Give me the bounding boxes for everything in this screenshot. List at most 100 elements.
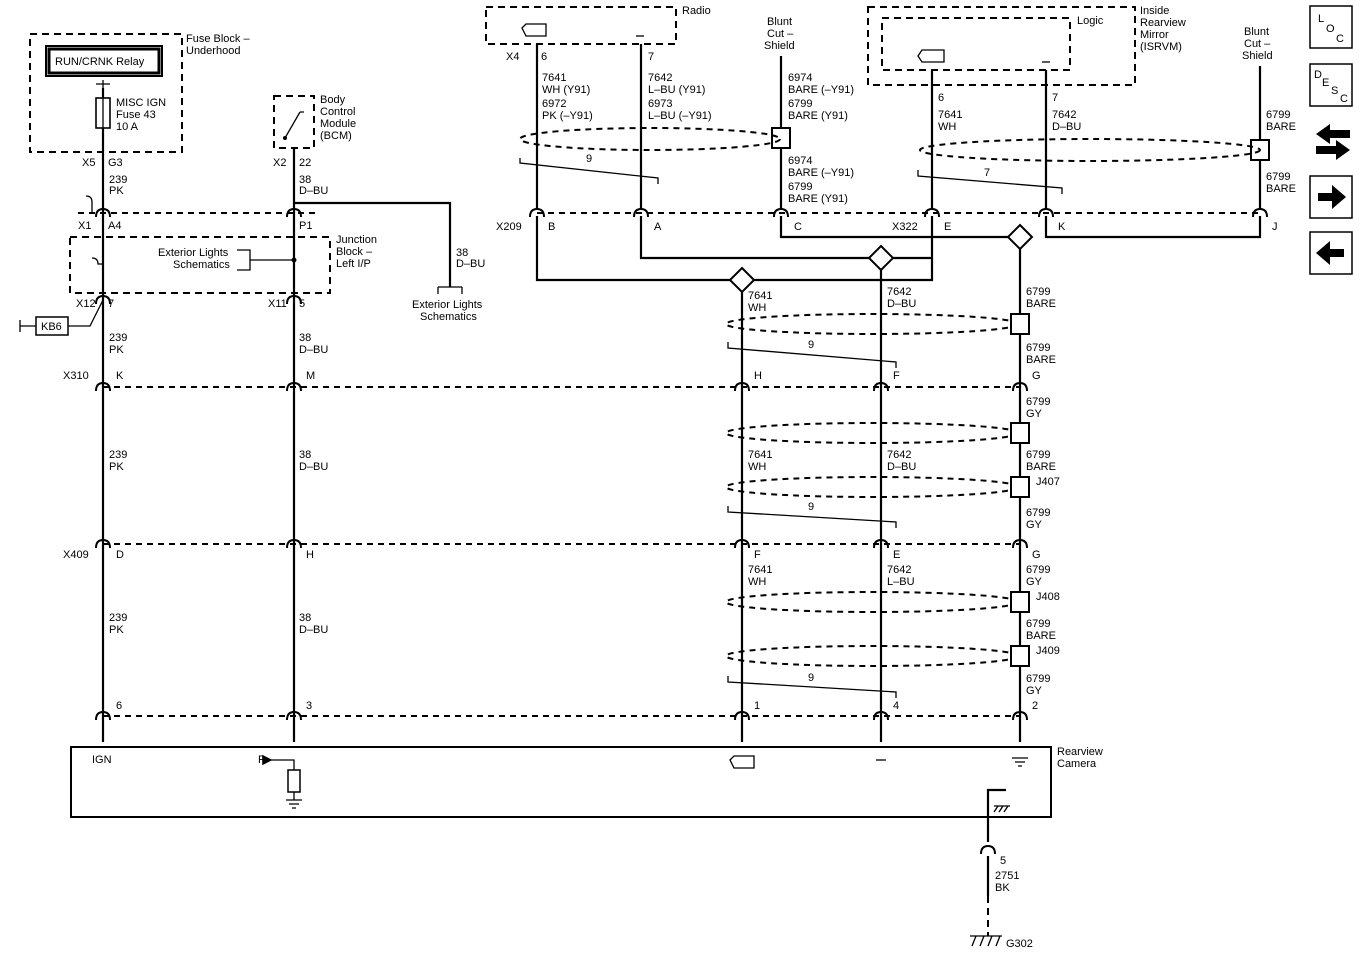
shield-ellipse [919,138,1261,162]
wire-num: 6799 [1026,618,1050,630]
loc-letter: C [1336,33,1344,45]
blunt1-label-3: Shield [764,40,795,52]
desc-button[interactable]: D E S C [1309,63,1353,107]
conn-x1: X1 [78,220,91,232]
wire-color: BARE (–Y91) [788,84,854,96]
radio-title: Radio [682,5,711,17]
shield-junction [771,127,791,149]
conn-pin: 22 [299,157,311,169]
wire-num: 6799 [1026,449,1050,461]
blunt2-label-3: Shield [1242,50,1273,62]
twist-count: 9 [808,672,814,684]
junction-label-1: Junction [336,234,377,246]
junction-block-box [69,236,331,294]
shield-junction [1010,591,1030,613]
conn-pin: 6 [116,700,122,712]
wire-color: PK [109,344,124,356]
bcm-label-1: Body [320,94,346,106]
desc-letter: D [1314,69,1322,81]
camera-r-label: R [258,754,266,766]
wire-color: BARE (Y91) [788,110,848,122]
splice-label: J407 [1036,476,1060,488]
connector-cup [95,207,111,218]
conn-pin: H [754,370,762,382]
previous-button[interactable] [1309,231,1353,275]
g302-ground-icon [970,935,1002,947]
connector-cup [95,538,111,549]
wire-color: BARE [1266,121,1296,133]
next-button[interactable] [1309,175,1353,219]
conn-pin: G [1032,370,1041,382]
connector-cup [873,381,889,392]
wire-color: D–BU [887,298,916,310]
loc-letter: L [1318,13,1324,25]
logic-title: Logic [1077,15,1104,27]
fuse-block-underhood: Fuse Block – Underhood RUN/CRNK Relay MI… [29,33,250,153]
wire-color: D–BU [299,185,328,197]
conn-pin: H [306,549,314,561]
conn-pin: K [116,370,124,382]
wire-num: 239 [109,332,127,344]
conn-pin: 2 [1032,700,1038,712]
connector-cup [1012,710,1028,721]
wire-color: GY [1026,576,1043,588]
conn-pin: 5 [1000,855,1006,867]
wire-color: BARE [1026,298,1056,310]
conn-pin: 3 [306,700,312,712]
conn-x310: X310 [63,370,89,382]
wire-color: WH [748,302,766,314]
ground-label: G302 [1006,938,1033,950]
blunt1-label-2: Cut – [767,28,794,40]
wire-color: WH [938,121,956,133]
connector-cup [980,844,996,855]
conn-pin: M [306,370,315,382]
conn-g3: G3 [108,157,123,169]
wire-color: BARE [1266,183,1296,195]
conn-pin: 6 [541,51,547,63]
wire-color: D–BU [1052,121,1081,133]
wire-color: D–BU [299,461,328,473]
bcm-label-4: (BCM) [320,130,352,142]
wire-num: 239 [109,449,127,461]
conn-x209: X209 [496,221,522,233]
conn-pin: C [794,221,802,233]
wire-num: 7641 [542,72,566,84]
shield-junction [1010,645,1030,667]
ground-icon [1012,757,1028,767]
connector-view-button[interactable] [1316,124,1350,160]
wire-num: 6799 [788,98,812,110]
wire-color: D–BU [456,258,485,270]
twist-count: 9 [808,339,814,351]
loc-button[interactable]: L O C [1309,5,1353,49]
resistor-icon [287,769,301,793]
conn-pin: A4 [108,220,121,232]
wire-num: 38 [456,247,468,259]
conn-pin: 7 [108,298,114,310]
connector-cup [1252,207,1268,218]
wire-num: 38 [299,332,311,344]
wire-color: L–BU (Y91) [648,84,705,96]
twist-count: 9 [586,153,592,165]
connector-cup [873,710,889,721]
wire-color: PK [109,624,124,636]
connector-icon [1316,140,1350,160]
shield-ellipse [519,127,781,151]
wire-num: 38 [299,612,311,624]
splice-label: J408 [1036,591,1060,603]
junction-label-2: Block – [336,246,373,258]
desc-letter: E [1322,77,1329,89]
conn-pin: E [893,549,900,561]
conn-x409: X409 [63,549,89,561]
wire-color: BARE [1026,630,1056,642]
camera-label-1: Rearview [1057,746,1103,758]
conn-x322: X322 [892,221,918,233]
shield-junction [1010,313,1030,335]
blunt2-label-2: Cut – [1244,38,1271,50]
ext-lights2-label-1: Exterior Lights [412,299,483,311]
chassis-ground-icon [993,805,1010,813]
wire-color: L–BU (–Y91) [648,110,712,122]
video-signal-icon [729,755,755,769]
wire-num: 7642 [887,564,911,576]
fuse-label-2: Fuse 43 [116,109,156,121]
splice-label: J409 [1036,645,1060,657]
